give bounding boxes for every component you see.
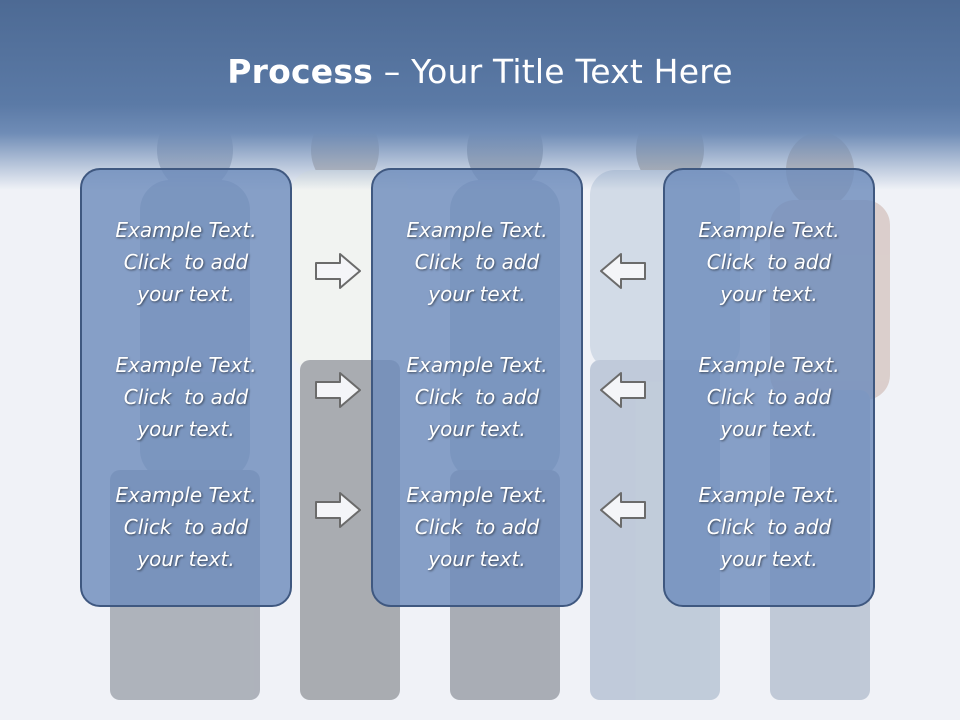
arrow-left-icon: [600, 253, 646, 289]
text-line: Example Text.: [698, 353, 840, 377]
text-line: your text.: [720, 417, 818, 441]
process-box-left[interactable]: Example Text. Click to add your text. Ex…: [80, 168, 292, 607]
text-line: Click to add: [706, 250, 832, 274]
process-box-right[interactable]: Example Text. Click to add your text. Ex…: [663, 168, 875, 607]
title-rest-text: – Your Title Text Here: [373, 52, 733, 91]
text-placeholder[interactable]: Example Text. Click to add your text.: [82, 349, 290, 445]
text-line: your text.: [137, 417, 235, 441]
text-placeholder[interactable]: Example Text. Click to add your text.: [82, 479, 290, 575]
text-line: your text.: [428, 547, 526, 571]
text-line: Example Text.: [406, 218, 548, 242]
text-line: Click to add: [123, 250, 249, 274]
title-banner: [0, 0, 960, 190]
text-placeholder[interactable]: Example Text. Click to add your text.: [82, 214, 290, 310]
title-bold-text: Process: [227, 52, 374, 91]
arrow-right-icon: [315, 492, 361, 528]
text-line: Click to add: [706, 515, 832, 539]
text-line: your text.: [720, 547, 818, 571]
text-placeholder[interactable]: Example Text. Click to add your text.: [665, 349, 873, 445]
text-line: Click to add: [414, 385, 540, 409]
text-line: Example Text.: [115, 353, 257, 377]
text-placeholder[interactable]: Example Text. Click to add your text.: [373, 479, 581, 575]
text-placeholder[interactable]: Example Text. Click to add your text.: [373, 349, 581, 445]
text-line: Click to add: [123, 515, 249, 539]
slide-title[interactable]: Process – Your Title Text Here: [0, 52, 960, 91]
text-placeholder[interactable]: Example Text. Click to add your text.: [665, 479, 873, 575]
arrow-left-icon: [600, 492, 646, 528]
process-box-center[interactable]: Example Text. Click to add your text. Ex…: [371, 168, 583, 607]
text-line: your text.: [137, 547, 235, 571]
text-line: your text.: [720, 282, 818, 306]
arrow-right-icon: [315, 372, 361, 408]
text-line: your text.: [428, 282, 526, 306]
arrow-right-icon: [315, 253, 361, 289]
text-placeholder[interactable]: Example Text. Click to add your text.: [665, 214, 873, 310]
text-line: your text.: [137, 282, 235, 306]
arrow-left-icon: [600, 372, 646, 408]
text-line: Click to add: [414, 250, 540, 274]
text-line: Click to add: [123, 385, 249, 409]
text-line: Click to add: [706, 385, 832, 409]
text-line: Example Text.: [698, 483, 840, 507]
text-line: Click to add: [414, 515, 540, 539]
text-line: your text.: [428, 417, 526, 441]
text-line: Example Text.: [115, 483, 257, 507]
text-line: Example Text.: [115, 218, 257, 242]
text-line: Example Text.: [406, 483, 548, 507]
text-placeholder[interactable]: Example Text. Click to add your text.: [373, 214, 581, 310]
text-line: Example Text.: [406, 353, 548, 377]
text-line: Example Text.: [698, 218, 840, 242]
